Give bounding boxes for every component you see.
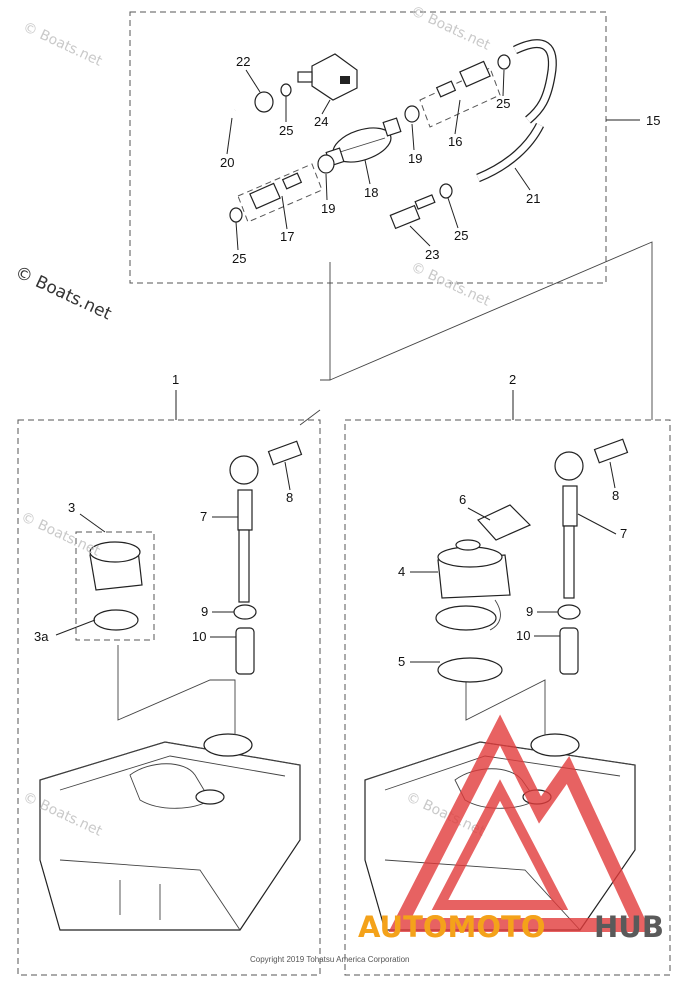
watermark-text: © Boats.net xyxy=(408,259,493,310)
tank-assembly-box-right xyxy=(344,419,671,976)
callout-9-right: 9 xyxy=(526,604,533,619)
callout-19-right: 19 xyxy=(408,151,422,166)
callout-8-left: 8 xyxy=(286,490,293,505)
callout-labels: 1 2 3 3a 4 5 6 7 7 8 8 9 9 10 10 15 16 1… xyxy=(34,54,660,669)
watermark-text: © Boats.net xyxy=(18,509,103,560)
callout-23: 23 xyxy=(425,247,439,262)
check-valve xyxy=(419,60,501,128)
callout-10-left: 10 xyxy=(192,629,206,644)
callout-25-b: 25 xyxy=(496,96,510,111)
callout-6: 6 xyxy=(459,492,466,507)
callout-3: 3 xyxy=(68,500,75,515)
fuel-cap xyxy=(75,531,155,641)
callout-21: 21 xyxy=(526,191,540,206)
leader-line xyxy=(117,645,236,735)
callout-2: 2 xyxy=(509,372,516,387)
watermark-text-large: © Boats.net xyxy=(12,262,115,324)
callout-17: 17 xyxy=(280,229,294,244)
callout-18: 18 xyxy=(364,185,378,200)
hose-connector xyxy=(389,194,436,230)
callout-1: 1 xyxy=(172,372,179,387)
leader-line xyxy=(320,262,331,381)
leader-line xyxy=(465,679,546,735)
callout-9-left: 9 xyxy=(201,604,208,619)
fuel-hose xyxy=(513,40,556,123)
hose-clip xyxy=(280,83,292,97)
vent-cap xyxy=(435,504,532,683)
fuel-line-assembly-box xyxy=(129,11,607,284)
fuel-connector xyxy=(297,53,358,101)
callout-16: 16 xyxy=(448,134,462,149)
brand-automoto: AUTOMOTO xyxy=(358,910,545,944)
callout-7-left: 7 xyxy=(200,509,207,524)
check-valve xyxy=(237,163,323,223)
fuel-hose xyxy=(176,107,237,222)
callout-7-right: 7 xyxy=(620,526,627,541)
callout-3a: 3a xyxy=(34,629,49,644)
automotohub-logo xyxy=(388,714,651,932)
watermark-text: © Boats.net xyxy=(20,19,105,70)
brand-hub: HUB xyxy=(594,910,664,944)
callout-8-right: 8 xyxy=(612,488,619,503)
hose-clip xyxy=(229,207,243,223)
callout-5: 5 xyxy=(398,654,405,669)
callout-19-left: 19 xyxy=(321,201,335,216)
fuel-pickup-left xyxy=(229,440,303,675)
leader-line xyxy=(329,241,653,420)
callout-4: 4 xyxy=(398,564,405,579)
tank-assembly-box-left xyxy=(17,419,321,976)
fuel-tank-right xyxy=(364,733,636,931)
callout-25-a: 25 xyxy=(279,123,293,138)
primer-bulb xyxy=(325,117,402,167)
callout-25-d: 25 xyxy=(454,228,468,243)
fuel-hose xyxy=(476,123,543,182)
callout-10-right: 10 xyxy=(516,628,530,643)
callout-22: 22 xyxy=(236,54,250,69)
watermark-text: © Boats.net xyxy=(408,3,493,54)
callout-25-c: 25 xyxy=(232,251,246,266)
copyright-text: Copyright 2019 Tohatsu America Corporati… xyxy=(250,955,410,964)
leader-line xyxy=(299,409,321,426)
hose-clip xyxy=(497,54,511,70)
washer xyxy=(404,105,420,123)
fuel-pickup-right xyxy=(554,438,629,675)
watermarks: © Boats.net © Boats.net © Boats.net © Bo… xyxy=(12,3,493,840)
callout-24: 24 xyxy=(314,114,328,129)
washer xyxy=(254,91,274,113)
fuel-tank-left xyxy=(39,733,301,931)
callout-15: 15 xyxy=(646,113,660,128)
washer xyxy=(317,154,335,174)
hose-clip xyxy=(439,183,453,199)
callout-20: 20 xyxy=(220,155,234,170)
